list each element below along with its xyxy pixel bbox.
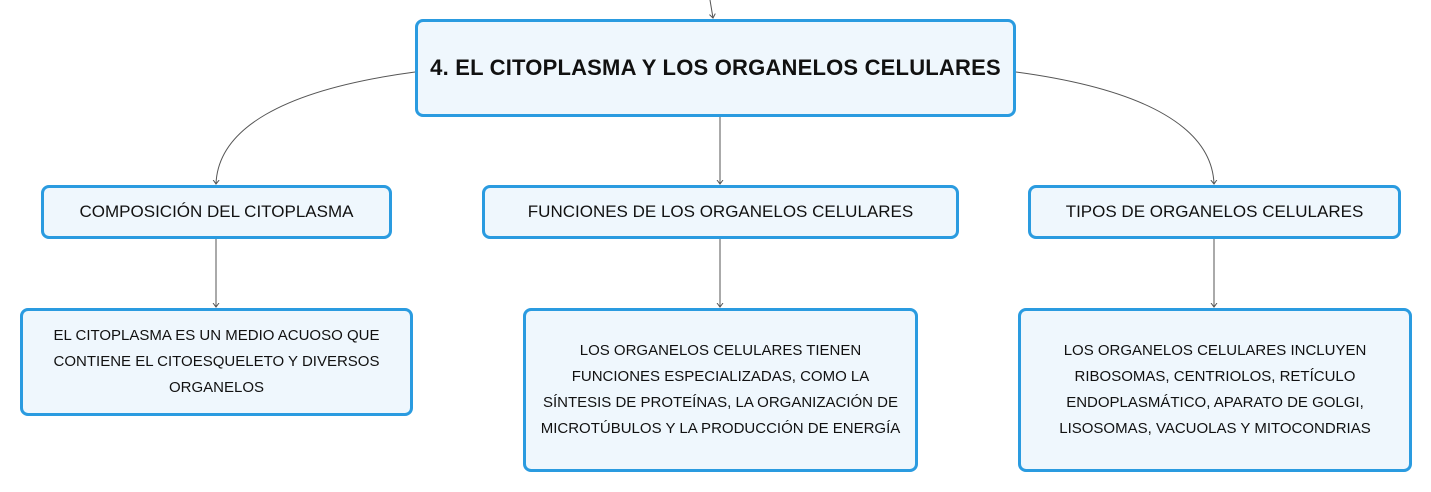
root-topic-node[interactable]: 4. EL CITOPLASMA Y LOS ORGANELOS CELULAR… xyxy=(415,19,1016,117)
topic-tipos-node[interactable]: TIPOS DE ORGANELOS CELULARES xyxy=(1028,185,1401,239)
topic-funciones-title: FUNCIONES DE LOS ORGANELOS CELULARES xyxy=(527,202,914,221)
subtopic-tipos-detail-text: LOS ORGANELOS CELULARES INCLUYEN RIBOSOM… xyxy=(1059,342,1371,437)
topic-tipos-title: TIPOS DE ORGANELOS CELULARES xyxy=(1065,202,1364,221)
subtopic-composicion-detail-text: EL CITOPLASMA ES UN MEDIO ACUOSO QUE CON… xyxy=(53,327,380,396)
subtopic-funciones-detail-node[interactable]: LOS ORGANELOS CELULARES TIENEN FUNCIONES… xyxy=(523,308,918,472)
subtopic-composicion-detail-node[interactable]: EL CITOPLASMA ES UN MEDIO ACUOSO QUE CON… xyxy=(20,308,413,416)
root-topic-title: 4. EL CITOPLASMA Y LOS ORGANELOS CELULAR… xyxy=(430,55,1001,80)
subtopic-funciones-detail-text: LOS ORGANELOS CELULARES TIENEN FUNCIONES… xyxy=(540,342,901,437)
topic-funciones-node[interactable]: FUNCIONES DE LOS ORGANELOS CELULARES xyxy=(482,185,959,239)
subtopic-tipos-detail-node[interactable]: LOS ORGANELOS CELULARES INCLUYEN RIBOSOM… xyxy=(1018,308,1412,472)
incoming-connector xyxy=(710,0,713,18)
connector-root-to-tipos xyxy=(1015,71,1214,184)
connector-root-to-composicion xyxy=(216,71,416,184)
topic-composicion-title: COMPOSICIÓN DEL CITOPLASMA xyxy=(79,202,354,221)
topic-composicion-node[interactable]: COMPOSICIÓN DEL CITOPLASMA xyxy=(41,185,392,239)
